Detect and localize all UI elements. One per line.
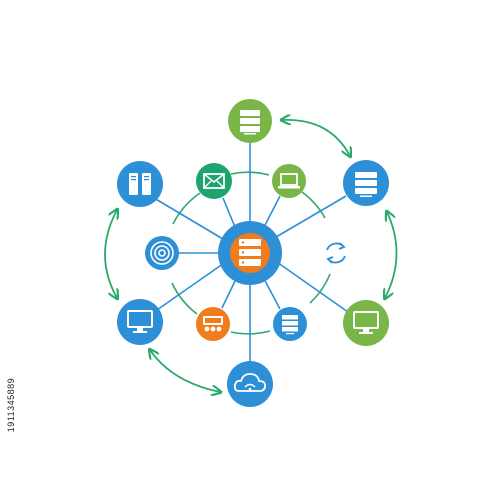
cloud-wifi-icon bbox=[233, 373, 267, 392]
right-monitor-node[interactable] bbox=[343, 300, 389, 346]
ring-arc bbox=[172, 192, 201, 225]
server-rack-icon bbox=[282, 315, 298, 335]
server-rack-icon bbox=[240, 110, 260, 135]
spoke-left-monitor bbox=[156, 260, 228, 311]
sync-node[interactable] bbox=[320, 237, 352, 269]
ring-arc bbox=[171, 282, 198, 315]
stock-id: 1911345889 bbox=[6, 377, 17, 433]
spoke-right-server bbox=[270, 195, 347, 241]
ring-arc bbox=[309, 273, 331, 304]
hub-node[interactable] bbox=[218, 221, 282, 285]
cloud-node[interactable] bbox=[227, 361, 273, 407]
mail-node[interactable] bbox=[196, 163, 232, 199]
laptop-icon bbox=[278, 173, 300, 189]
spoke-right-monitor bbox=[273, 259, 349, 313]
monitor-icon bbox=[353, 311, 379, 334]
envelope-icon bbox=[203, 173, 225, 189]
left-monitor-node[interactable] bbox=[117, 299, 163, 345]
outer-arrows bbox=[104, 120, 398, 392]
left-server-node[interactable] bbox=[117, 161, 163, 207]
small-server-node[interactable] bbox=[273, 307, 307, 341]
stock-id-strip: 1911345889 bbox=[0, 0, 22, 500]
monitor-icon bbox=[127, 310, 153, 333]
server-rack-icon bbox=[355, 172, 377, 197]
target-icon bbox=[150, 241, 174, 265]
server-tower-icon bbox=[129, 173, 151, 195]
ring-arc bbox=[301, 191, 326, 219]
top-server-node[interactable] bbox=[228, 99, 272, 143]
arrow-bottom-left bbox=[150, 350, 220, 392]
arrow-left bbox=[104, 210, 117, 298]
arrow-top-right bbox=[282, 120, 350, 156]
spokes bbox=[153, 143, 349, 362]
spoke-left-server bbox=[153, 197, 229, 243]
target-node[interactable] bbox=[145, 236, 179, 270]
server-rack-icon bbox=[239, 239, 261, 266]
laptop-node[interactable] bbox=[272, 164, 306, 198]
network-icon bbox=[203, 316, 223, 332]
right-server-node[interactable] bbox=[343, 160, 389, 206]
sync-icon bbox=[326, 242, 346, 264]
arrow-right bbox=[385, 212, 398, 298]
network-node[interactable] bbox=[196, 307, 230, 341]
